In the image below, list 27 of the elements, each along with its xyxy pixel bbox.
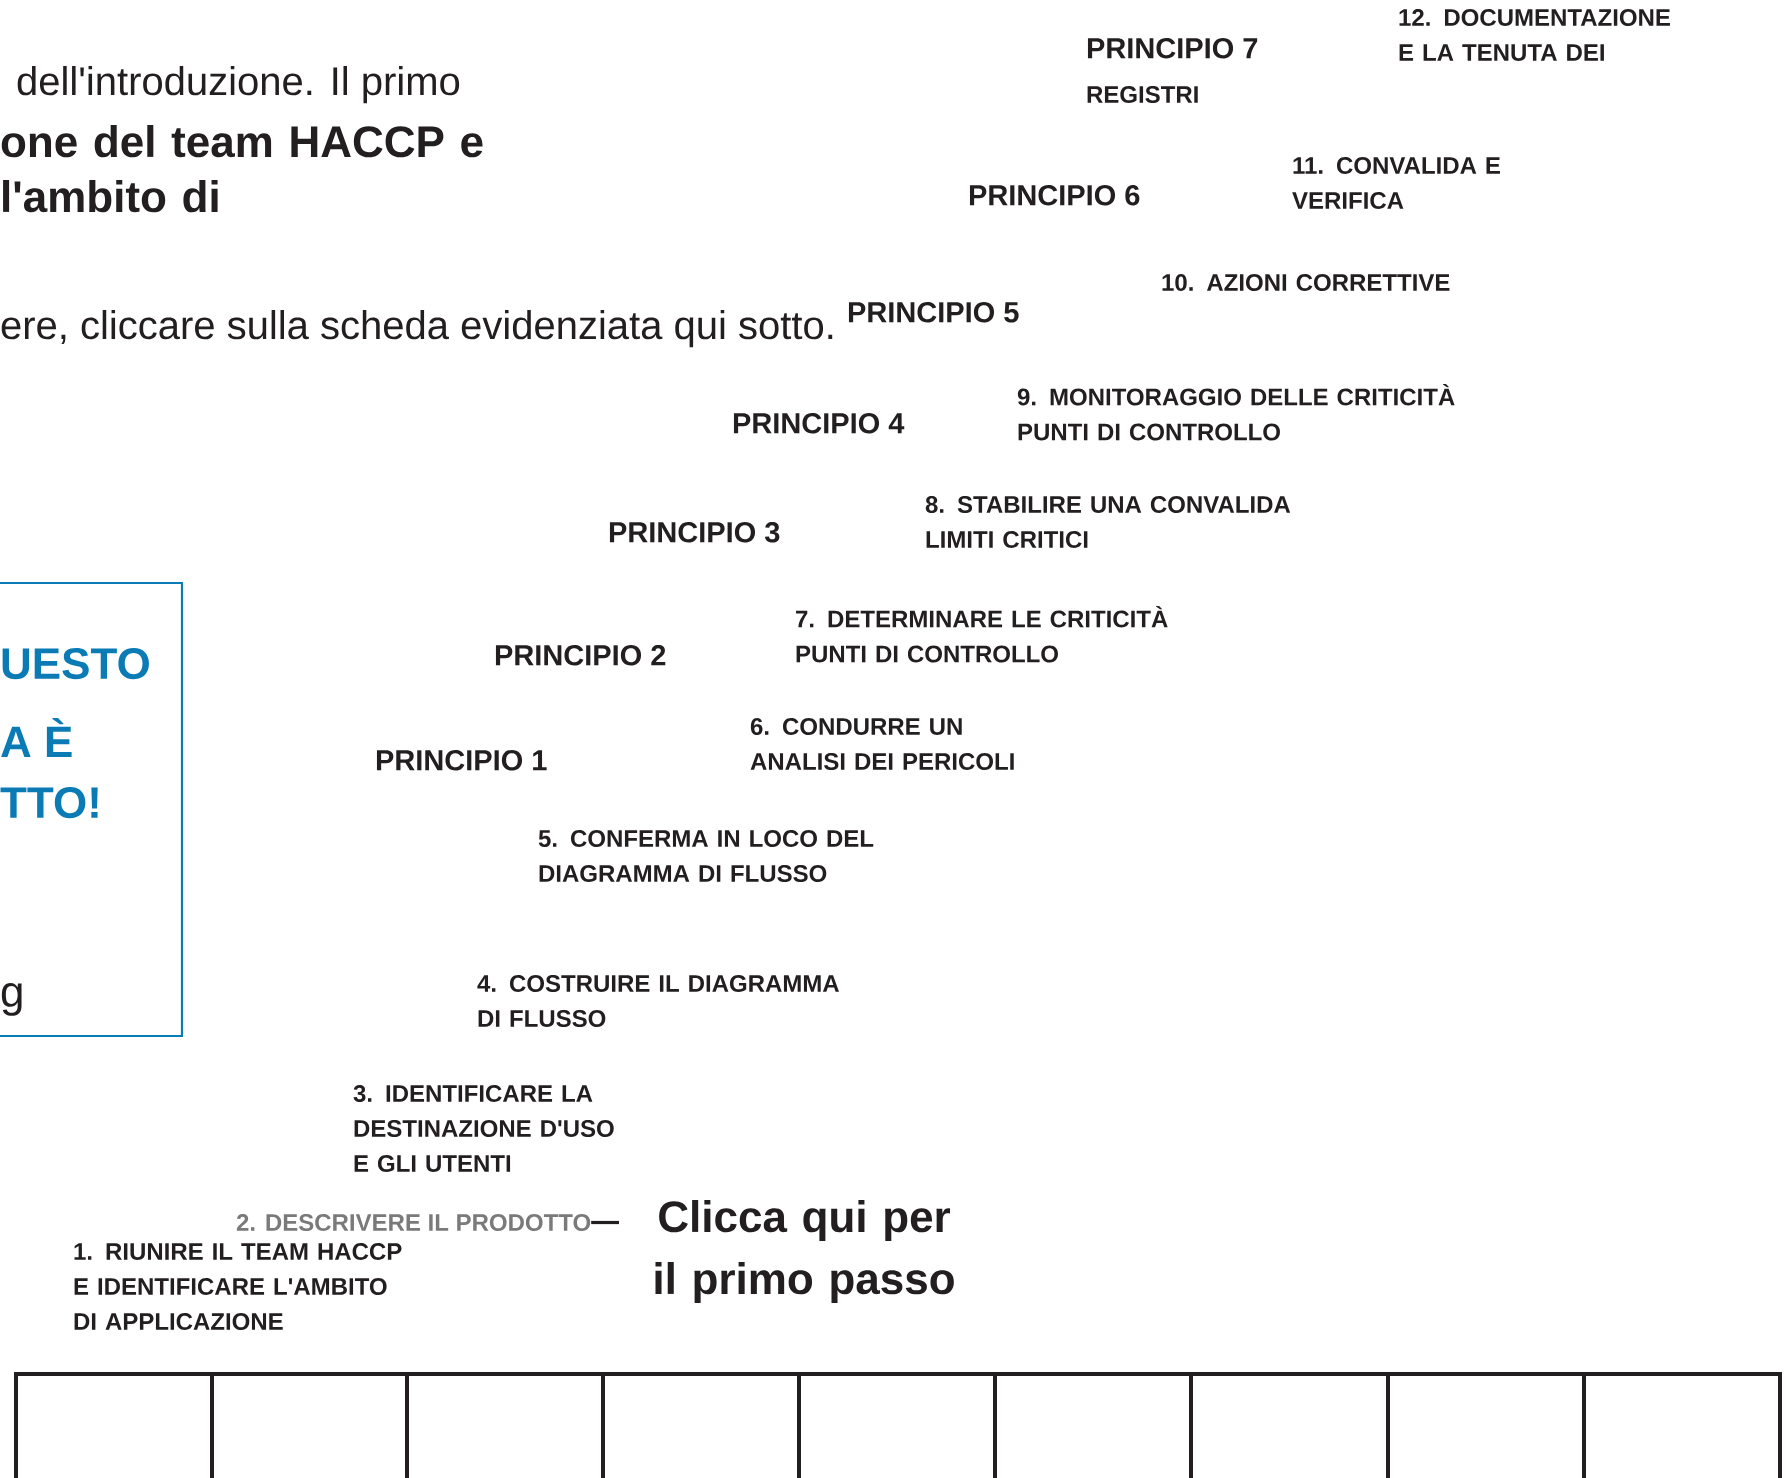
step-label: 9. MONITORAGGIO DELLE CRITICITÀ PUNTI DI CONTROLLO <box>1017 384 1455 441</box>
intro-text: dell'introduzione. Il primo <box>17 66 460 104</box>
step-tab <box>1582 1372 1782 1478</box>
notice-box: UESTO A È TTO! g <box>0 581 184 1038</box>
principle-label: PRINCIPIO 7 <box>1087 38 1258 59</box>
step-label: 8. STABILIRE UNA CONVALIDA LIMITI CRITICI <box>925 496 1291 548</box>
step-label: 6. CONDURRE UN ANALISI DEI PERICOLI <box>750 718 1014 770</box>
step-label: 7. DETERMINARE LE CRITICITÀ PUNTI DI CONTROLLO <box>796 606 1168 663</box>
step-label: 12. DOCUMENTAZIONE E LA TENUTA DEI <box>1399 9 1670 61</box>
step-label: 4. COSTRUIRE IL DIAGRAMMA DI FLUSSO <box>477 975 839 1027</box>
leader-line <box>591 1220 619 1225</box>
step-label: 5. CONFERMA IN LOCO DEL DIAGRAMMA DI FLUSSO <box>538 830 874 882</box>
step-label: 11. CONVALIDA E VERIFICA <box>1292 157 1500 209</box>
principle-label: PRINCIPIO 4 <box>733 413 905 434</box>
principle-label: PRINCIPIO 2 <box>495 645 666 666</box>
principle-label: PRINCIPIO 5 <box>848 302 1019 323</box>
step-label: 10. AZIONI CORRETTIVE <box>1162 274 1450 291</box>
step-label: REGISTRI <box>1087 86 1198 103</box>
call-to-action: Clicca qui per il primo passo <box>655 1200 954 1304</box>
step-label: 3. IDENTIFICARE LA DESTINAZIONE D'USO E GLI UTENTI <box>353 1085 614 1172</box>
intro-heading: one del team HACCP e l'ambito di <box>1 125 483 213</box>
step-label: 1. RIUNIRE IL TEAM HACCP E IDENTIFICARE L'AMBITO DI APPLICAZIONE <box>74 1243 402 1330</box>
principle-label: PRINCIPIO 1 <box>376 750 547 771</box>
principle-label: PRINCIPIO 6 <box>969 185 1140 206</box>
step-label: 2. DESCRIVERE IL PRODOTTO <box>236 1214 591 1231</box>
intro-text: ere, cliccare sulla scheda evidenziata qui sotto. <box>1 310 833 348</box>
principle-label: PRINCIPIO 3 <box>609 522 780 543</box>
